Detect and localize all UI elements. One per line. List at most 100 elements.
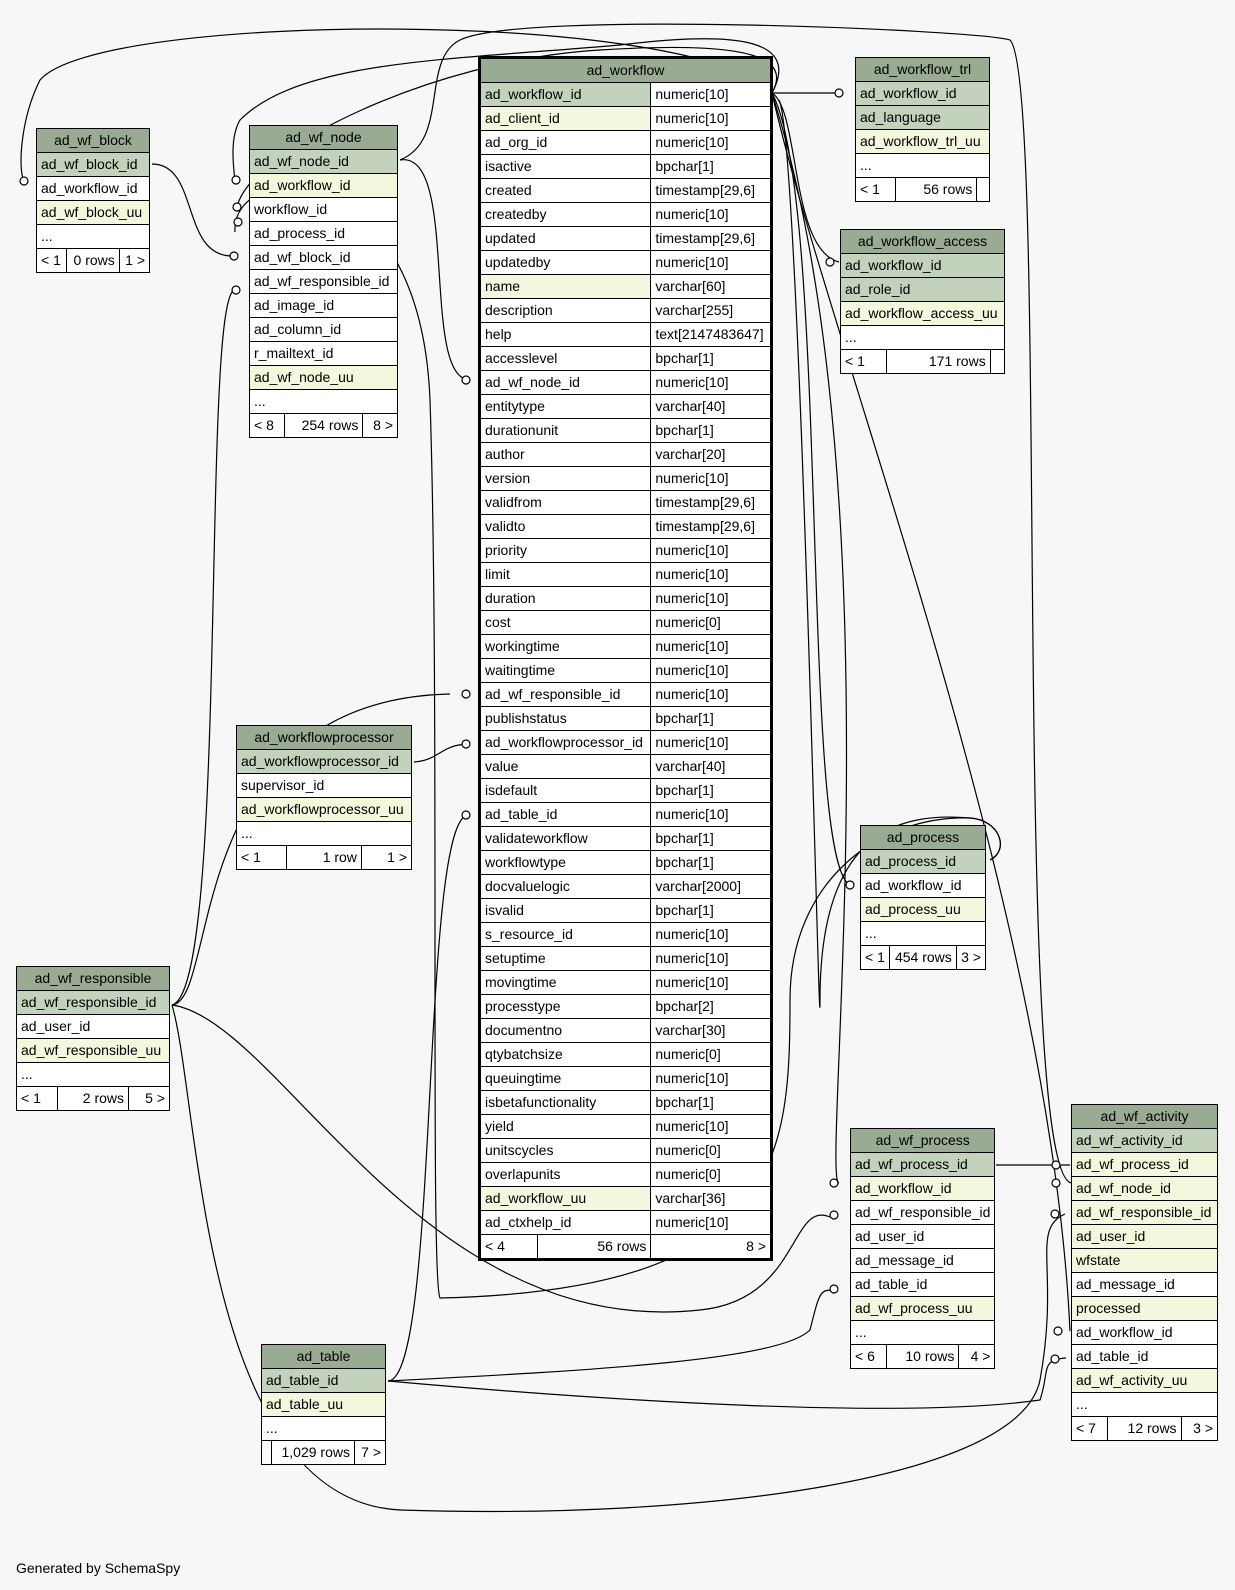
column-row[interactable]: ...: [1071, 1392, 1218, 1417]
column-row[interactable]: ad_user_id: [16, 1014, 170, 1039]
column-row[interactable]: ad_wf_process_id: [1071, 1152, 1218, 1177]
column-row[interactable]: ad_wf_node_id: [249, 149, 398, 174]
column-row[interactable]: ...: [16, 1062, 170, 1087]
column-row[interactable]: ad_wf_responsible_id: [849, 1200, 996, 1225]
column-row[interactable]: ad_message_id: [1071, 1272, 1218, 1297]
column-row[interactable]: ad_language: [855, 105, 990, 130]
column-row[interactable]: ad_wf_process_uu: [849, 1296, 996, 1321]
column-row[interactable]: ...: [261, 1416, 386, 1441]
column-row[interactable]: ad_table_uu: [261, 1392, 386, 1417]
column-row[interactable]: ad_table_id: [261, 1368, 386, 1393]
column-row[interactable]: ad_wf_node_id: [1071, 1176, 1218, 1201]
column-row[interactable]: supervisor_id: [236, 773, 412, 798]
column-row[interactable]: ad_wf_activity_id: [1071, 1128, 1218, 1153]
column-row[interactable]: ad_wf_node_uu: [249, 365, 398, 390]
column-row[interactable]: ad_workflow_id: [249, 173, 398, 198]
column-row[interactable]: ad_user_id: [1071, 1224, 1218, 1249]
column-row[interactable]: ad_workflowprocessor_uu: [236, 797, 412, 822]
column-row[interactable]: ...: [840, 325, 1005, 350]
column-row[interactable]: ad_wf_responsible_id: [249, 269, 398, 294]
column-row[interactable]: ...: [249, 389, 398, 414]
column-row[interactable]: ad_workflow_id: [36, 176, 150, 201]
column-row[interactable]: wfstate: [1071, 1248, 1218, 1273]
column-row[interactable]: ad_wf_responsible_id: [1071, 1200, 1218, 1225]
column-row[interactable]: ad_workflow_access_uu: [840, 301, 1005, 326]
column-row[interactable]: processed: [1071, 1296, 1218, 1321]
column-row[interactable]: ad_message_id: [849, 1248, 996, 1273]
column-row[interactable]: ...: [236, 821, 412, 846]
column-row[interactable]: ...: [849, 1320, 996, 1345]
column-row[interactable]: ad_wf_activity_uu: [1071, 1368, 1218, 1393]
column-row[interactable]: ad_table_id: [1071, 1344, 1218, 1369]
column-row[interactable]: ad_process_id: [860, 849, 986, 874]
column-row[interactable]: workflow_id: [249, 197, 398, 222]
column-row[interactable]: ad_workflow_trl_uu: [855, 129, 990, 154]
column-row[interactable]: ad_workflowprocessor_id: [236, 749, 412, 774]
column-row[interactable]: ad_wf_block_uu: [36, 200, 150, 225]
column-row[interactable]: ad_table_id: [849, 1272, 996, 1297]
column-row[interactable]: ad_wf_responsible_uu: [16, 1038, 170, 1063]
column-row[interactable]: ad_user_id: [849, 1224, 996, 1249]
column-row[interactable]: ...: [36, 224, 150, 249]
column-row[interactable]: ad_process_uu: [860, 897, 986, 922]
column-row[interactable]: ...: [855, 153, 990, 178]
column-row[interactable]: r_mailtext_id: [249, 341, 398, 366]
column-row[interactable]: ad_workflow_id: [855, 81, 990, 106]
column-row[interactable]: ad_wf_block_id: [249, 245, 398, 270]
column-row[interactable]: ad_workflow_id: [840, 253, 1005, 278]
column-row[interactable]: ad_role_id: [840, 277, 1005, 302]
column-row[interactable]: ad_column_id: [249, 317, 398, 342]
column-row[interactable]: ...: [860, 921, 986, 946]
column-row[interactable]: ad_wf_responsible_id: [16, 990, 170, 1015]
column-row[interactable]: ad_image_id: [249, 293, 398, 318]
